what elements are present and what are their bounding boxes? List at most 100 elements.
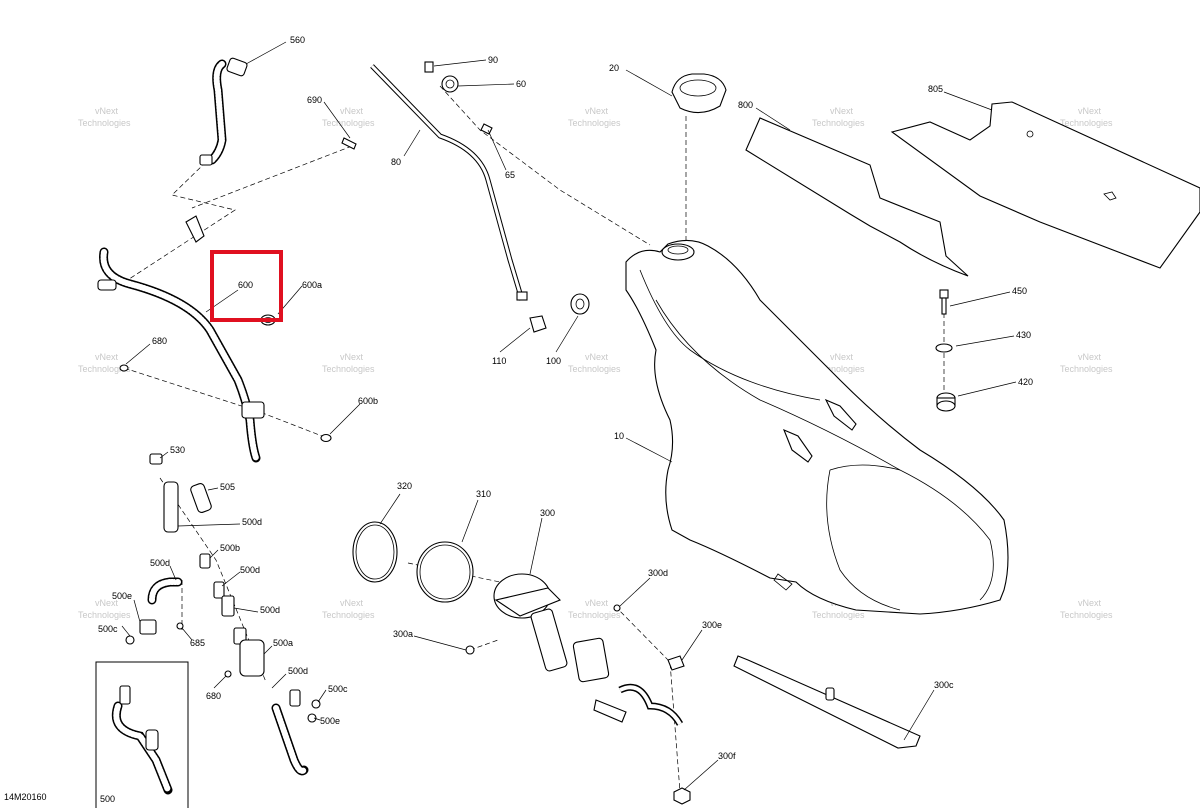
watermark-text: vNext xyxy=(340,598,364,608)
bushing-420 xyxy=(936,392,956,412)
watermark-text: vNext xyxy=(1078,106,1102,116)
watermark-text: vNext xyxy=(585,352,609,362)
watermark-text: Technologies xyxy=(78,364,131,374)
clip-690 xyxy=(185,137,357,243)
watermark-text: vNext xyxy=(585,598,609,608)
label-90: 90 xyxy=(488,55,498,65)
label-20: 20 xyxy=(609,63,619,73)
label-500d: 500d xyxy=(288,666,308,676)
label-320: 320 xyxy=(397,481,412,491)
pad-800 xyxy=(745,117,969,277)
label-300c: 300c xyxy=(934,680,954,690)
part-labels: 560 690 90 60 80 65 20 800 805 600 600a … xyxy=(4,35,1033,804)
label-420: 420 xyxy=(1018,377,1033,387)
label-60: 60 xyxy=(516,79,526,89)
watermark-text: Technologies xyxy=(1060,118,1113,128)
pad-805 xyxy=(890,101,1200,269)
watermark-text: vNext xyxy=(585,106,609,116)
label-685: 685 xyxy=(190,638,205,648)
label-500b: 500b xyxy=(220,543,240,553)
watermark-text: vNext xyxy=(95,352,119,362)
watermark-text: vNext xyxy=(95,106,119,116)
plug-680 xyxy=(119,364,129,372)
bracket-300c xyxy=(733,655,921,749)
elbow-110 xyxy=(529,315,547,333)
label-500e: 500e xyxy=(112,591,132,601)
label-500d: 500d xyxy=(260,605,280,615)
watermark-text: Technologies xyxy=(568,118,621,128)
grommet-100 xyxy=(570,293,590,315)
ring-310 xyxy=(416,541,474,603)
label-500a: 500a xyxy=(273,638,293,648)
fuel-filter-assembly-500 xyxy=(125,453,321,776)
label-600a: 600a xyxy=(302,280,322,290)
washer-600b xyxy=(320,433,332,443)
label-505: 505 xyxy=(220,482,235,492)
label-450: 450 xyxy=(1012,286,1027,296)
fuel-cap-20 xyxy=(671,73,727,114)
label-300e: 300e xyxy=(702,620,722,630)
leader-lines xyxy=(121,41,1017,791)
watermark-text: vNext xyxy=(340,106,364,116)
label-500d: 500d xyxy=(240,565,260,575)
washer-430 xyxy=(935,343,953,353)
watermark-text: Technologies xyxy=(1060,610,1113,620)
label-805: 805 xyxy=(928,84,943,94)
watermark-text: vNext xyxy=(340,352,364,362)
watermark-text: Technologies xyxy=(812,118,865,128)
clip-65 xyxy=(480,123,493,135)
label-100: 100 xyxy=(546,356,561,366)
label-560: 560 xyxy=(290,35,305,45)
label-310: 310 xyxy=(476,489,491,499)
label-500d: 500d xyxy=(242,517,262,527)
fuel-tank-10 xyxy=(625,239,1009,615)
watermark-text: vNext xyxy=(830,106,854,116)
ring-320 xyxy=(352,521,398,583)
nut-300f xyxy=(673,787,691,805)
vent-hose-560 xyxy=(199,57,248,166)
label-500c: 500c xyxy=(328,684,348,694)
label-300a: 300a xyxy=(393,629,413,639)
fuel-pump-300 xyxy=(493,573,684,726)
label-500c: 500c xyxy=(98,624,118,634)
cap-300e xyxy=(667,655,685,671)
highlight-box-600 xyxy=(210,250,283,322)
watermark-text: Technologies xyxy=(568,364,621,374)
watermark-text: vNext xyxy=(1078,352,1102,362)
fitting-90 xyxy=(424,61,434,73)
watermark-text: Technologies xyxy=(1060,364,1113,374)
label-10: 10 xyxy=(614,431,624,441)
watermark-text: Technologies xyxy=(812,610,865,620)
watermark-text: Technologies xyxy=(812,364,865,374)
label-800: 800 xyxy=(738,100,753,110)
valve-60 xyxy=(441,75,459,93)
watermark-text: Technologies xyxy=(78,610,131,620)
assembly-lines xyxy=(119,85,945,793)
inset-frame-500 xyxy=(95,661,189,808)
watermark-text: vNext xyxy=(830,352,854,362)
drawing-number: 14M20160 xyxy=(4,792,47,802)
label-680: 680 xyxy=(152,336,167,346)
label-300d: 300d xyxy=(648,568,668,578)
label-300f: 300f xyxy=(718,751,736,761)
watermark-text: Technologies xyxy=(322,364,375,374)
watermark-text: Technologies xyxy=(322,118,375,128)
label-65: 65 xyxy=(505,170,515,180)
label-110: 110 xyxy=(492,356,506,366)
watermark-text: Technologies xyxy=(322,610,375,620)
label-500: 500 xyxy=(100,794,115,804)
label-530: 530 xyxy=(170,445,185,455)
label-600b: 600b xyxy=(358,396,378,406)
label-80: 80 xyxy=(391,157,401,167)
filler-hose-600 xyxy=(97,247,265,463)
watermark-text: vNext xyxy=(95,598,119,608)
label-430: 430 xyxy=(1016,330,1031,340)
bolt-450 xyxy=(939,289,949,315)
watermark-text: Technologies xyxy=(78,118,131,128)
label-680: 680 xyxy=(206,691,221,701)
label-300: 300 xyxy=(540,508,555,518)
label-500e: 500e xyxy=(320,716,340,726)
watermark-text: Technologies xyxy=(568,610,621,620)
label-600: 600 xyxy=(238,280,253,290)
